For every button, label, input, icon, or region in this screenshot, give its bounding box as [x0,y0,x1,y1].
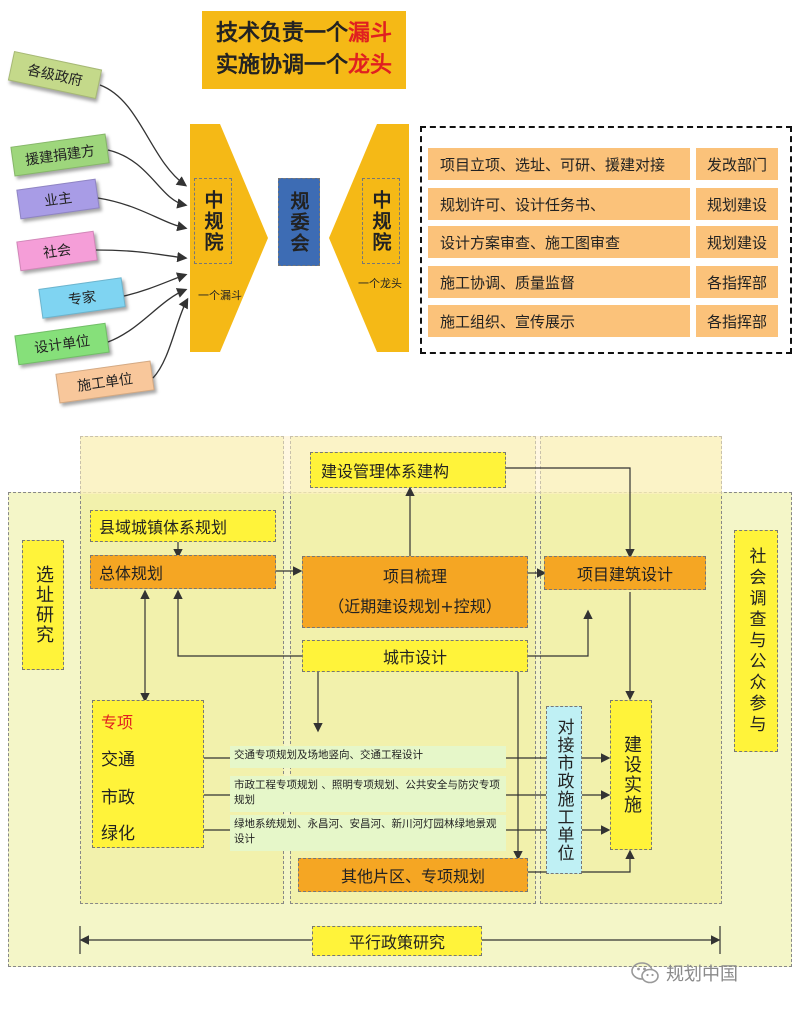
dept-cell: 规划建设 [696,226,778,258]
right-institute-label: 中规院 [362,178,400,264]
special-detail-traffic: 交通专项规划及场地竖向、交通工程设计 [230,746,506,768]
urban-design-box: 城市设计 [302,640,528,672]
dept-cell: 各指挥部 [696,266,778,298]
public-participation-box: 社会调查与公众参与 [734,530,778,752]
watermark-text: 规划中国 [666,964,738,985]
municipal-liaison-box: 对接市政施工单位 [546,706,582,874]
special-item-municipal: 市政 [101,788,135,808]
special-detail-municipal: 市政工程专项规划 、照明专项规划、公共安全与防灾专项规划 [230,776,506,812]
building-design-box: 项目建筑设计 [544,556,706,590]
project-review-subtitle: （近期建设规划+控规） [328,597,502,616]
county-plan-box: 县域城镇体系规划 [90,510,276,542]
task-row: 设计方案审查、施工图审查 [428,226,690,258]
dept-cell: 发改部门 [696,148,778,180]
site-study-box: 选址研究 [22,540,64,670]
stakeholder-arrows [95,84,189,379]
construction-box: 建设实施 [610,700,652,850]
project-review-title: 项目梳理 [382,567,447,586]
funnel-shape [190,124,268,352]
special-item-greening: 绿化 [101,824,135,844]
special-title: 专项 [101,713,134,732]
dragon-label: 一个龙头 [358,277,402,290]
wechat-icon [631,962,659,984]
other-areas-box: 其他片区、专项规划 [298,858,528,892]
watermark: 规划中国 [630,958,790,988]
title-line-2: 实施协调一个龙头 [215,53,393,78]
mgmt-system-box: 建设管理体系建构 [310,452,506,488]
committee-box: 规委会 [278,178,320,266]
responsibilities-frame [420,126,792,354]
special-detail-greening: 绿地系统规划、永昌河、安昌河、新川河灯园林绿地景观设计 [230,815,506,851]
dept-cell: 各指挥部 [696,305,778,337]
special-box: 专项 交通 市政 绿化 [92,700,204,848]
dept-cell: 规划建设 [696,188,778,220]
task-row: 施工协调、质量监督 [428,266,690,298]
title-line-1: 技术负责一个漏斗 [215,21,393,46]
task-row: 项目立项、选址、可研、援建对接 [428,148,690,180]
master-plan-box: 总体规划 [90,555,276,589]
left-institute-label: 中规院 [194,178,232,264]
policy-box: 平行政策研究 [312,926,482,956]
task-row: 施工组织、宣传展示 [428,305,690,337]
special-item-traffic: 交通 [101,750,135,770]
project-review-box: 项目梳理 （近期建设规划+控规） [302,556,528,628]
funnel-label: 一个漏斗 [198,289,242,302]
task-row: 规划许可、设计任务书、 [428,188,690,220]
title-box: 技术负责一个漏斗 实施协调一个龙头 [202,11,406,89]
dragon-head-shape [329,124,409,352]
